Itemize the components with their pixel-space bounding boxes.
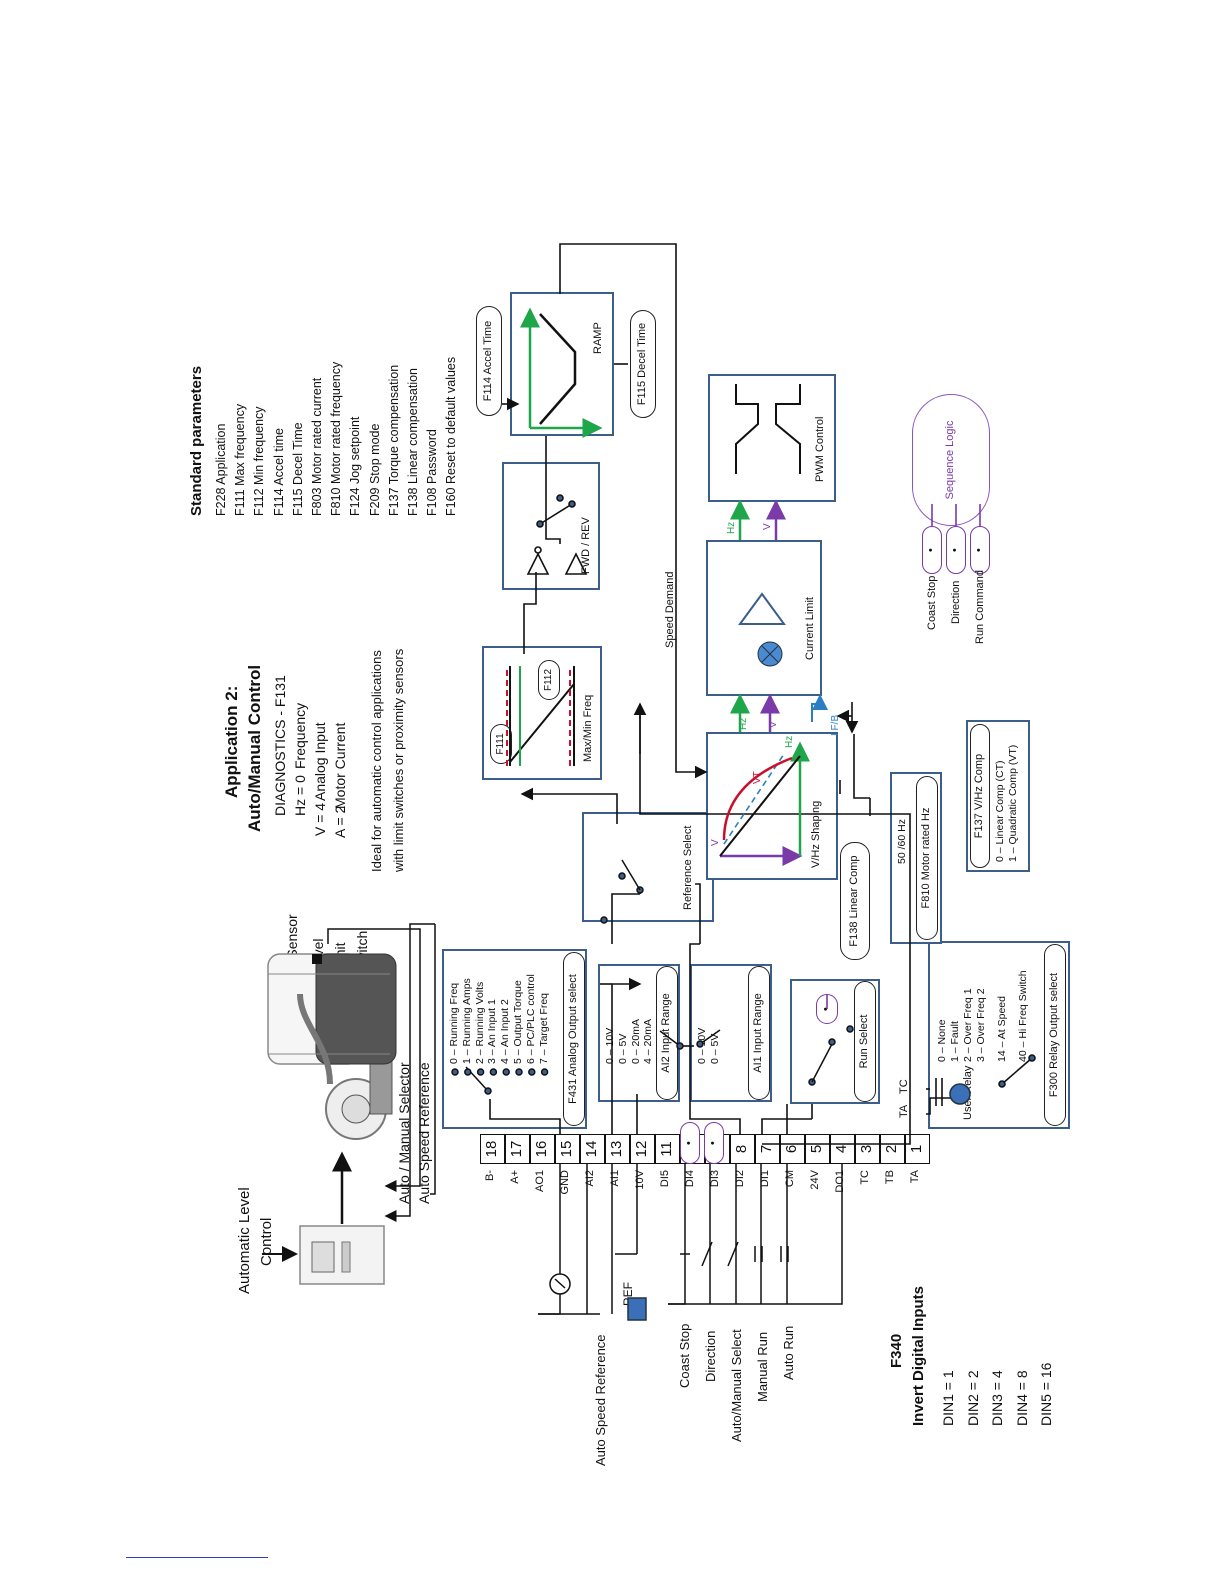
ao-option-dot (540, 1068, 549, 1076)
vhz-vt-text: VT (752, 771, 763, 784)
selector-switches (451, 859, 854, 1095)
vhz-graph: CT VT Hz V (710, 736, 810, 866)
current-limit-graphic: V Hz I F/B Hz V (726, 499, 841, 736)
ao-option-dot (528, 1068, 536, 1076)
pwm-v-text: V (762, 523, 773, 530)
input-wiring (538, 1164, 843, 1321)
pwm-graphic (735, 384, 801, 474)
drive-sketch (262, 923, 436, 1285)
ao-option-dot (515, 1068, 523, 1076)
relay-graphic (926, 1054, 1036, 1115)
ao-option-dot (476, 1068, 485, 1076)
vhz-hz-text: Hz (784, 736, 795, 748)
cl-hz-text: Hz (738, 718, 749, 730)
sequence-connectors (826, 504, 981, 1009)
pwm-hz-text: Hz (726, 522, 737, 534)
cl-v-text: V (768, 721, 779, 728)
cl-ifb-text: I F/B (830, 715, 841, 736)
fwdrev-graphic (526, 494, 588, 575)
footer-rule (126, 1557, 268, 1558)
vhz-v-text: V (710, 839, 721, 846)
ao-option-dot (464, 1068, 472, 1076)
terminal-wiring (489, 243, 911, 1145)
maxmin-graph (506, 666, 575, 766)
ao-option-dot (502, 1068, 510, 1076)
ao-option-dot (489, 1068, 498, 1076)
ao-option-dot (451, 1068, 459, 1076)
ramp-graph (502, 307, 628, 438)
